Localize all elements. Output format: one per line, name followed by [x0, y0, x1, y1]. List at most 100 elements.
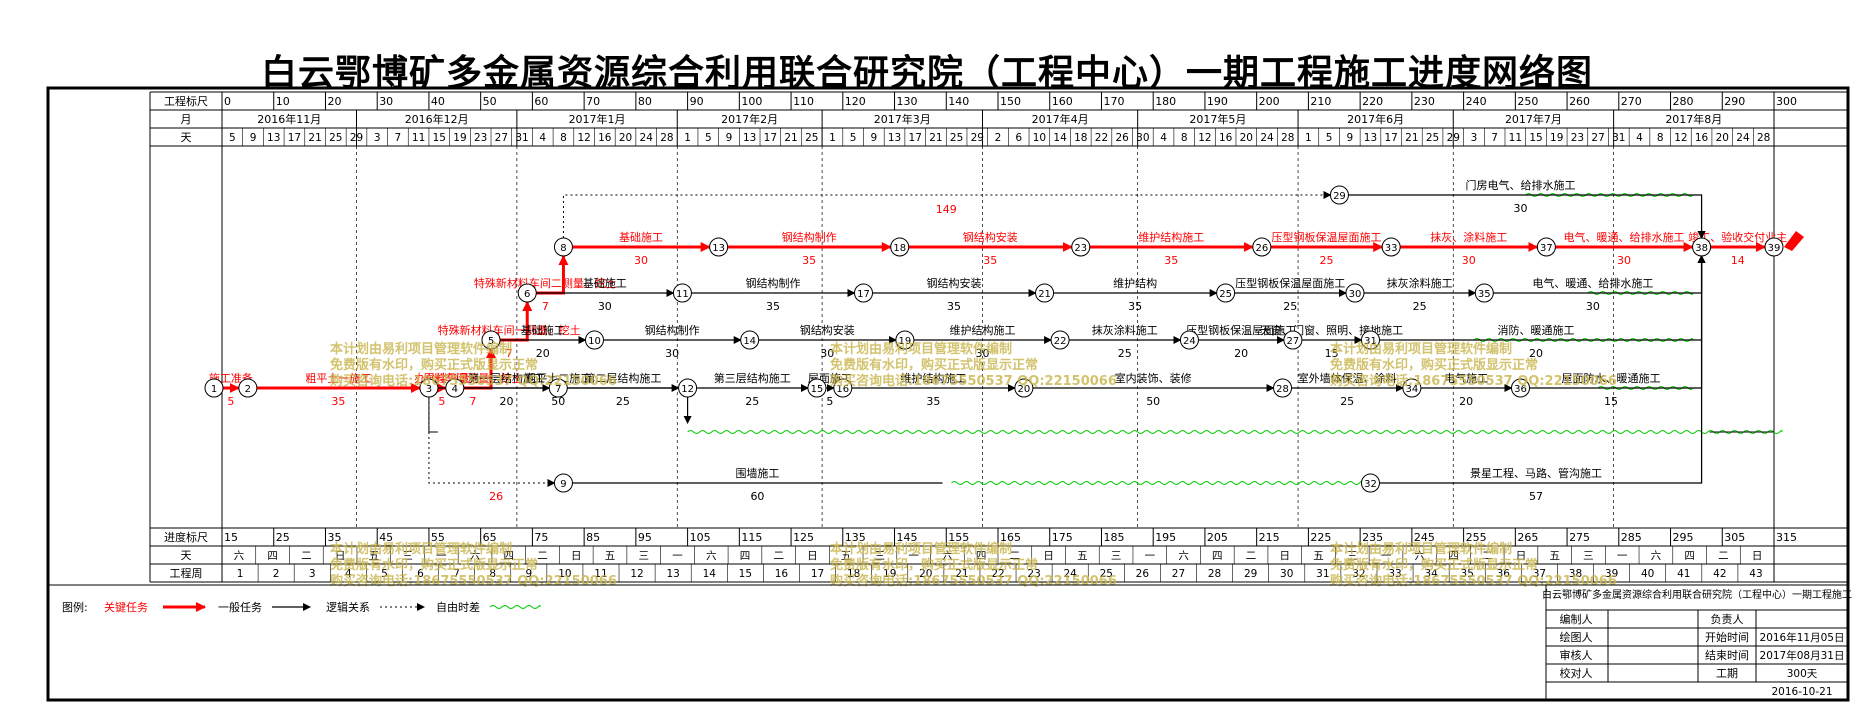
day-label: 28: [1281, 132, 1294, 144]
event-node: [548, 378, 568, 398]
scale-tick-label: 290: [1724, 95, 1745, 108]
progress-tick-label: 25: [276, 531, 290, 544]
scale-tick-label: 160: [1052, 95, 1073, 108]
task-duration: 35: [766, 300, 780, 313]
day-label: 8: [1657, 132, 1664, 144]
scale-tick-label: 60: [534, 95, 548, 108]
event-node-number: 10: [588, 336, 601, 347]
day-label: 3: [374, 132, 381, 144]
task-label: 基础施工: [583, 277, 627, 290]
scale-tick-label: 140: [948, 95, 969, 108]
task-duration: 15: [1325, 347, 1339, 360]
task-label: 第二层结构施工: [584, 371, 661, 385]
event-node: [1360, 330, 1380, 350]
day-label: 31: [515, 132, 528, 144]
task-duration: 30: [634, 254, 648, 267]
info-date: 2016-10-21: [1771, 686, 1832, 698]
event-node: [1402, 378, 1422, 398]
event-node: [553, 237, 573, 257]
event-node: [1764, 237, 1784, 257]
watermark-line: 免费版有水印，购买正式版显示正常: [1330, 357, 1538, 373]
event-node: [1474, 283, 1494, 303]
scale-row-label: 天: [181, 549, 192, 562]
weekday-label: 三: [1347, 550, 1358, 562]
task-label: 天窗、门窗、照明、接地施工: [1260, 323, 1403, 337]
float-value: 149: [936, 203, 957, 216]
info-label: 结束时间: [1705, 649, 1749, 662]
day-label: 23: [474, 132, 487, 144]
event-node-number: 3: [426, 384, 432, 395]
event-node-number: 29: [1333, 191, 1346, 202]
progress-tick-label: 55: [431, 531, 445, 544]
progress-tick-label: 145: [897, 531, 918, 544]
event-node: [481, 330, 501, 350]
watermark-line: 购买咨询电话:18675550537 QQ:22150066: [1330, 573, 1617, 589]
weekday-label: 一: [672, 550, 683, 562]
weekday-label: 二: [1010, 550, 1021, 562]
event-node-number: 26: [1255, 243, 1268, 254]
weekday-label: 日: [1280, 550, 1291, 562]
event-node-number: 15: [811, 384, 824, 395]
month-label: 2017年5月: [1189, 112, 1246, 126]
month-label: 2017年3月: [874, 112, 931, 126]
free-float-line: [687, 430, 1783, 434]
info-label: 工期: [1716, 667, 1738, 680]
weekday-label: 五: [1077, 550, 1088, 562]
day-label: 21: [308, 132, 321, 144]
day-label: 23: [1571, 132, 1584, 144]
event-node-number: 27: [1287, 336, 1300, 347]
day-label: 21: [1405, 132, 1418, 144]
day-label: 2: [995, 132, 1002, 144]
weekday-label: 四: [976, 550, 987, 562]
progress-tick-label: 175: [1052, 531, 1073, 544]
watermark-line: 免费版有水印，购买正式版显示正常: [830, 357, 1038, 373]
day-label: 13: [267, 132, 280, 144]
progress-tick-label: 215: [1259, 531, 1280, 544]
event-node-number: 20: [1017, 384, 1030, 395]
event-node-number: 25: [1219, 289, 1232, 300]
event-node: [1252, 237, 1272, 257]
day-label: 29: [1447, 132, 1460, 144]
watermark: 本计划由易利项目管理软件编制 免费版有水印，购买正式版显示正常购买咨询电话:186…: [330, 341, 1617, 589]
info-value: 2017年08月31日: [1760, 649, 1845, 662]
weekday-label: 一: [1381, 550, 1392, 562]
weekday-label: 四: [1448, 550, 1459, 562]
progress-tick-label: 285: [1621, 531, 1642, 544]
week-label: 16: [775, 568, 789, 580]
weekday-label: 五: [1313, 550, 1324, 562]
week-label: 36: [1497, 568, 1511, 580]
progress-tick-label: 135: [845, 531, 866, 544]
task-duration: 25: [1118, 347, 1132, 360]
day-label: 24: [1736, 132, 1750, 144]
event-node-number: 8: [560, 243, 566, 254]
week-label: 2: [273, 568, 280, 580]
day-label: 16: [1695, 132, 1709, 144]
day-label: 28: [1757, 132, 1770, 144]
task-label: 基础施工: [521, 324, 565, 337]
frame-border: [46, 86, 1850, 702]
progress-tick-label: 265: [1517, 531, 1538, 544]
watermark-line: 本计划由易利项目管理软件编制: [330, 541, 512, 557]
day-label: 27: [1591, 132, 1604, 144]
month-label: 2017年7月: [1505, 112, 1562, 126]
day-label: 25: [329, 132, 342, 144]
weekday-label: 五: [605, 550, 616, 562]
day-label: 28: [660, 132, 673, 144]
task-label: 第三层结构施工: [714, 371, 791, 385]
week-label: 39: [1605, 568, 1618, 580]
scale-tick-label: 150: [1000, 95, 1021, 108]
event-node: [1345, 283, 1365, 303]
task-label: 特殊新材料车间一测量、挖土: [438, 323, 581, 337]
day-label: 4: [1160, 132, 1167, 144]
week-label: 28: [1208, 568, 1221, 580]
scale-tick-label: 10: [276, 95, 290, 108]
task-label: 室内装饰、装修: [1115, 371, 1192, 385]
progress-tick-label: 125: [793, 531, 814, 544]
event-node: [1179, 330, 1199, 350]
task-label: 抹灰涂料施工: [1092, 323, 1158, 337]
day-label: 4: [1636, 132, 1643, 144]
day-label: 10: [1033, 132, 1046, 144]
day-label: 13: [743, 132, 756, 144]
weekday-label: 二: [301, 550, 312, 562]
